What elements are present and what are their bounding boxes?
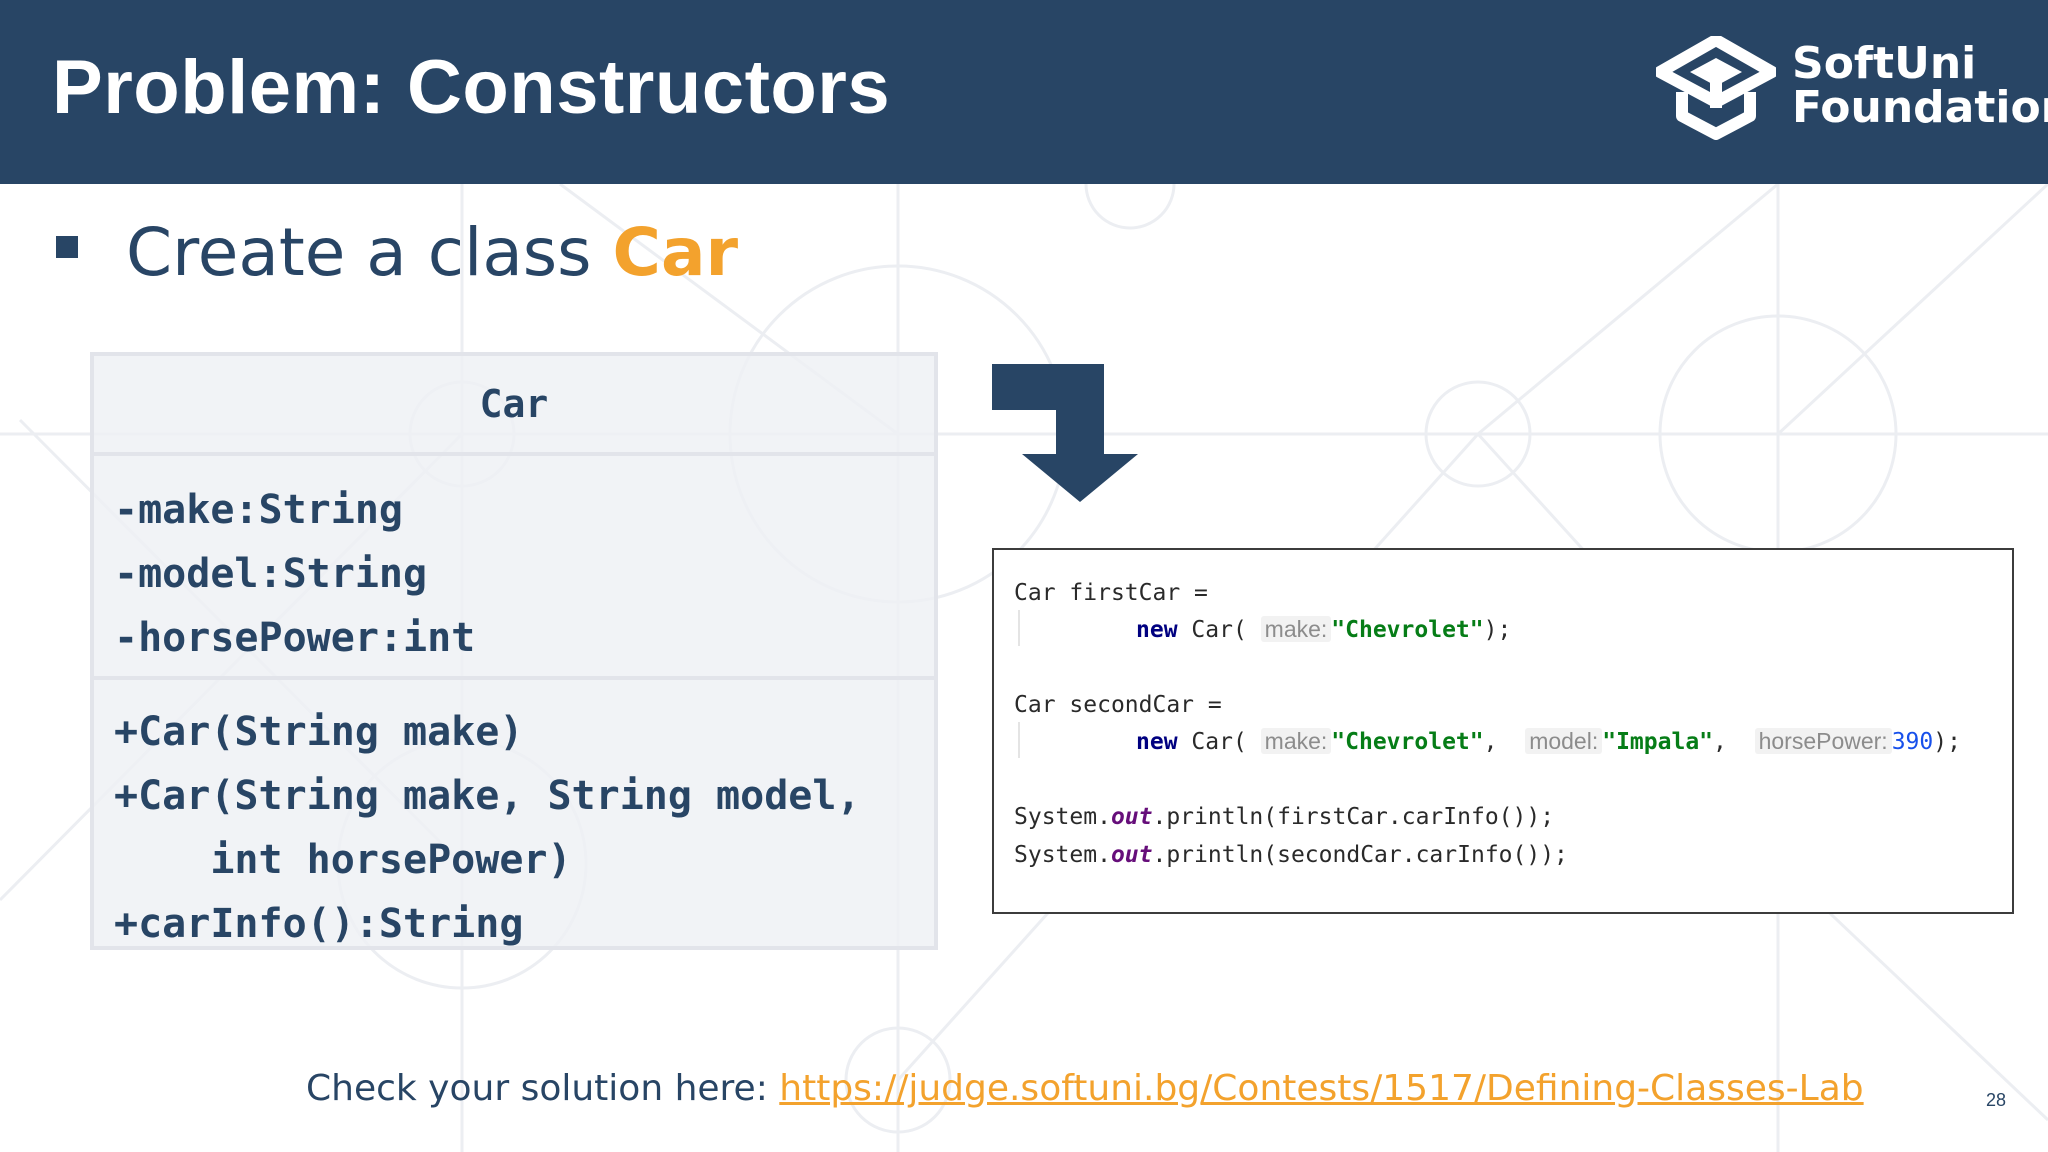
code-line-1: Car firstCar = xyxy=(1014,580,1208,606)
logo-line-1: SoftUni xyxy=(1792,38,1977,89)
uml-field: -model:String xyxy=(114,551,428,597)
page-number: 28 xyxy=(1986,1090,2007,1110)
param-hint: horsePower: xyxy=(1754,728,1892,754)
solution-link[interactable]: https://judge.softuni.bg/Contests/1517/D… xyxy=(779,1068,1864,1109)
slide-header: Problem: Constructors SoftUni Foundation xyxy=(0,0,2048,184)
code-line-3: Car secondCar = xyxy=(1014,692,1222,718)
code-line-2: new Car( make:"Chevrolet"); xyxy=(1136,616,1512,643)
param-hint: make: xyxy=(1260,616,1332,642)
uml-method: +Car(String make) xyxy=(114,709,524,755)
footer-note: Check your solution here: https://judge.… xyxy=(306,1068,1864,1109)
code-line-6: System.out.println(secondCar.carInfo()); xyxy=(1014,842,1568,868)
uml-method: +carInfo():String xyxy=(114,901,524,947)
softuni-foundation-logo: SoftUni Foundation xyxy=(1656,36,2048,140)
slide-title: Problem: Constructors xyxy=(52,45,891,130)
uml-methods-section: +Car(String make) +Car(String make, Stri… xyxy=(94,680,934,962)
bullet-highlight: Car xyxy=(612,214,739,291)
param-hint: make: xyxy=(1260,728,1332,754)
uml-class-name: Car xyxy=(94,356,934,456)
logo-line-2: Foundation xyxy=(1792,82,2048,133)
uml-class-diagram: Car -make:String -model:String -horsePow… xyxy=(90,352,938,950)
bent-down-arrow-icon xyxy=(992,364,1138,502)
code-sample: Car firstCar = new Car( make:"Chevrolet"… xyxy=(992,548,2014,914)
graduation-cap-icon xyxy=(1656,36,1776,140)
bullet-marker xyxy=(56,236,78,258)
indent-guide xyxy=(1018,610,1020,646)
footer-label: Check your solution here: xyxy=(306,1068,780,1109)
param-hint: model: xyxy=(1525,728,1603,754)
logo-text: SoftUni Foundation xyxy=(1792,42,2048,130)
bullet-text: Create a class Car xyxy=(126,214,738,291)
uml-method: int horsePower) xyxy=(114,837,572,883)
uml-field: -make:String xyxy=(114,487,403,533)
code-line-5: System.out.println(firstCar.carInfo()); xyxy=(1014,804,1555,830)
uml-method: +Car(String make, String model, xyxy=(114,773,861,819)
uml-field: -horsePower:int xyxy=(114,615,476,661)
code-line-4: new Car( make:"Chevrolet", model:"Impala… xyxy=(1136,728,1961,755)
indent-guide xyxy=(1018,722,1020,758)
uml-fields-section: -make:String -model:String -horsePower:i… xyxy=(94,456,934,680)
bullet-text-main: Create a class xyxy=(126,214,613,291)
